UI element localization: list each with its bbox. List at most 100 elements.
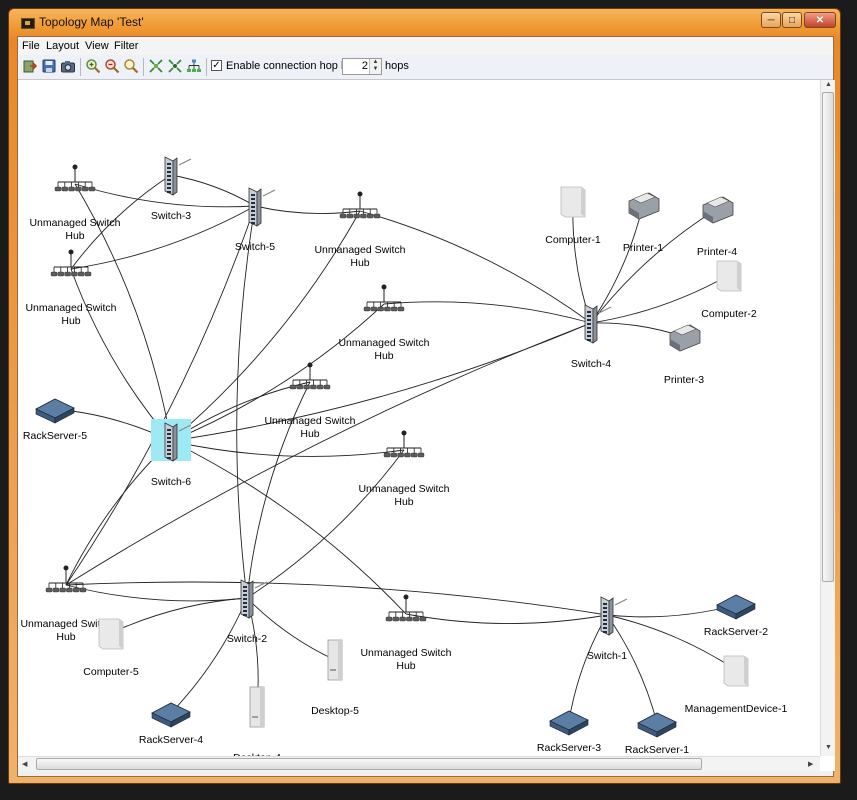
node-desktop5[interactable]: Desktop-5 bbox=[311, 639, 359, 717]
link-sw5-hub-b[interactable] bbox=[70, 205, 256, 270]
link-sw6-hub-f[interactable] bbox=[170, 440, 405, 457]
link-hub-c-sw4[interactable] bbox=[359, 210, 592, 324]
maximize-button[interactable]: □ bbox=[782, 12, 802, 28]
node-rack5[interactable]: RackServer-5 bbox=[23, 398, 87, 442]
link-hub-f-sw2[interactable] bbox=[246, 449, 405, 599]
node-printer1[interactable]: Printer-1 bbox=[623, 192, 663, 254]
scroll-right-icon[interactable]: ▶ bbox=[808, 761, 814, 768]
node-desktop4[interactable]: Desktop-4 bbox=[233, 686, 281, 756]
menu-view[interactable]: View bbox=[85, 40, 109, 52]
link-sw3-hub-b[interactable] bbox=[70, 174, 172, 270]
link-hub-c-sw6[interactable] bbox=[170, 210, 361, 442]
node-sw4[interactable]: Switch-4 bbox=[571, 304, 611, 370]
hop-limit-spinner[interactable]: ▲▼ bbox=[342, 58, 382, 75]
link-sw5-sw2[interactable] bbox=[236, 205, 256, 599]
topology-graph[interactable]: Unmanaged SwitchHubSwitch-3Switch-5Unman… bbox=[18, 80, 820, 756]
link-sw6-hub-g[interactable] bbox=[65, 440, 172, 586]
node-sw3[interactable]: Switch-3 bbox=[151, 156, 191, 222]
link-printer1-sw4[interactable] bbox=[590, 204, 644, 324]
node-label: Printer-4 bbox=[697, 246, 737, 258]
title-bar[interactable]: Topology Map 'Test' ─ □ ✕ bbox=[9, 9, 840, 37]
app-icon bbox=[21, 18, 35, 29]
horizontal-scrollbar[interactable]: ◀ ▶ bbox=[18, 756, 820, 771]
node-rack1[interactable]: RackServer-1 bbox=[625, 712, 689, 756]
link-sw3-sw5[interactable] bbox=[170, 174, 256, 207]
node-rack4[interactable]: RackServer-4 bbox=[139, 702, 203, 746]
node-rack2[interactable]: RackServer-2 bbox=[704, 594, 768, 638]
expand-icon[interactable] bbox=[148, 58, 164, 74]
link-hub-b-sw6[interactable] bbox=[70, 268, 172, 442]
menu-file[interactable]: File bbox=[22, 40, 40, 52]
link-mgmt1-sw1[interactable] bbox=[606, 614, 737, 671]
node-label: RackServer-2 bbox=[704, 626, 768, 638]
node-label: Switch-4 bbox=[571, 358, 611, 370]
node-label: Desktop-4 bbox=[233, 752, 281, 756]
hierarchy-layout-icon[interactable] bbox=[186, 58, 202, 74]
menu-layout[interactable]: Layout bbox=[46, 40, 80, 52]
link-computer1-sw4[interactable] bbox=[572, 200, 592, 324]
minimize-button[interactable]: ─ bbox=[761, 12, 781, 28]
link-printer4-sw4[interactable] bbox=[590, 208, 718, 324]
save-icon[interactable] bbox=[41, 58, 57, 74]
scroll-up-icon[interactable]: ▲ bbox=[825, 81, 832, 88]
link-hub-h-sw1[interactable] bbox=[405, 613, 608, 624]
node-rack3[interactable]: RackServer-3 bbox=[537, 710, 601, 754]
link-rack2-sw1[interactable] bbox=[606, 604, 737, 618]
link-hub-g-sw4[interactable] bbox=[65, 322, 592, 586]
node-sw5[interactable]: Switch-5 bbox=[235, 187, 275, 253]
node-label: RackServer-4 bbox=[139, 734, 203, 746]
vertical-scroll-thumb[interactable] bbox=[822, 92, 834, 582]
spinner-arrows[interactable]: ▲▼ bbox=[369, 59, 381, 74]
link-sw5-hub-c[interactable] bbox=[254, 205, 361, 215]
export-icon[interactable] bbox=[22, 58, 38, 74]
scroll-down-icon[interactable]: ▼ bbox=[825, 744, 832, 751]
link-sw5-hub-g[interactable] bbox=[65, 205, 256, 586]
link-sw6-hub-h[interactable] bbox=[170, 440, 407, 615]
link-sw6-hub-d[interactable] bbox=[170, 303, 385, 442]
link-computer2-sw4[interactable] bbox=[590, 274, 730, 324]
node-sw2[interactable]: Switch-2 bbox=[227, 579, 267, 645]
node-sw1[interactable]: Switch-1 bbox=[587, 596, 627, 662]
link-hub-d-sw4[interactable] bbox=[383, 301, 592, 324]
node-mgmt1[interactable]: ManagementDevice-1 bbox=[685, 655, 788, 715]
node-computer2[interactable]: Computer-2 bbox=[701, 260, 757, 320]
camera-icon[interactable] bbox=[60, 58, 76, 74]
hop-limit-checkbox[interactable]: ✓ bbox=[211, 60, 222, 71]
node-label: Unmanaged Switch bbox=[358, 483, 449, 495]
zoom-in-icon[interactable] bbox=[85, 58, 101, 74]
horizontal-scroll-thumb[interactable] bbox=[36, 758, 702, 770]
link-hub-g-sw2[interactable] bbox=[65, 584, 248, 602]
node-computer1[interactable]: Computer-1 bbox=[545, 186, 601, 246]
zoom-out-icon[interactable] bbox=[104, 58, 120, 74]
link-desktop5-sw2[interactable] bbox=[246, 597, 336, 661]
link-hub-g-sw1[interactable] bbox=[65, 581, 608, 616]
node-sw6[interactable]: Switch-6 bbox=[151, 419, 191, 488]
link-hub-a-sw5[interactable] bbox=[74, 183, 256, 208]
node-computer5[interactable]: Computer-5 bbox=[83, 618, 139, 678]
link-rack1-sw1[interactable] bbox=[606, 614, 658, 724]
link-computer5-sw2[interactable] bbox=[110, 597, 248, 634]
close-button[interactable]: ✕ bbox=[804, 12, 836, 28]
link-hub-a-sw6[interactable] bbox=[74, 183, 172, 442]
collapse-icon[interactable] bbox=[167, 58, 183, 74]
node-printer4[interactable]: Printer-4 bbox=[697, 196, 737, 258]
hop-limit-input[interactable] bbox=[343, 60, 368, 72]
link-rack4-sw2[interactable] bbox=[170, 597, 248, 714]
node-label: Switch-5 bbox=[235, 241, 275, 253]
vertical-scrollbar[interactable]: ▲ ▼ bbox=[820, 80, 835, 756]
node-printer3[interactable]: Printer-3 bbox=[664, 324, 704, 386]
link-hub-e-sw2[interactable] bbox=[246, 381, 311, 599]
node-label: RackServer-3 bbox=[537, 742, 601, 754]
menu-filter[interactable]: Filter bbox=[114, 40, 139, 52]
scroll-left-icon[interactable]: ◀ bbox=[22, 761, 28, 768]
zoom-fit-icon[interactable] bbox=[123, 58, 139, 74]
